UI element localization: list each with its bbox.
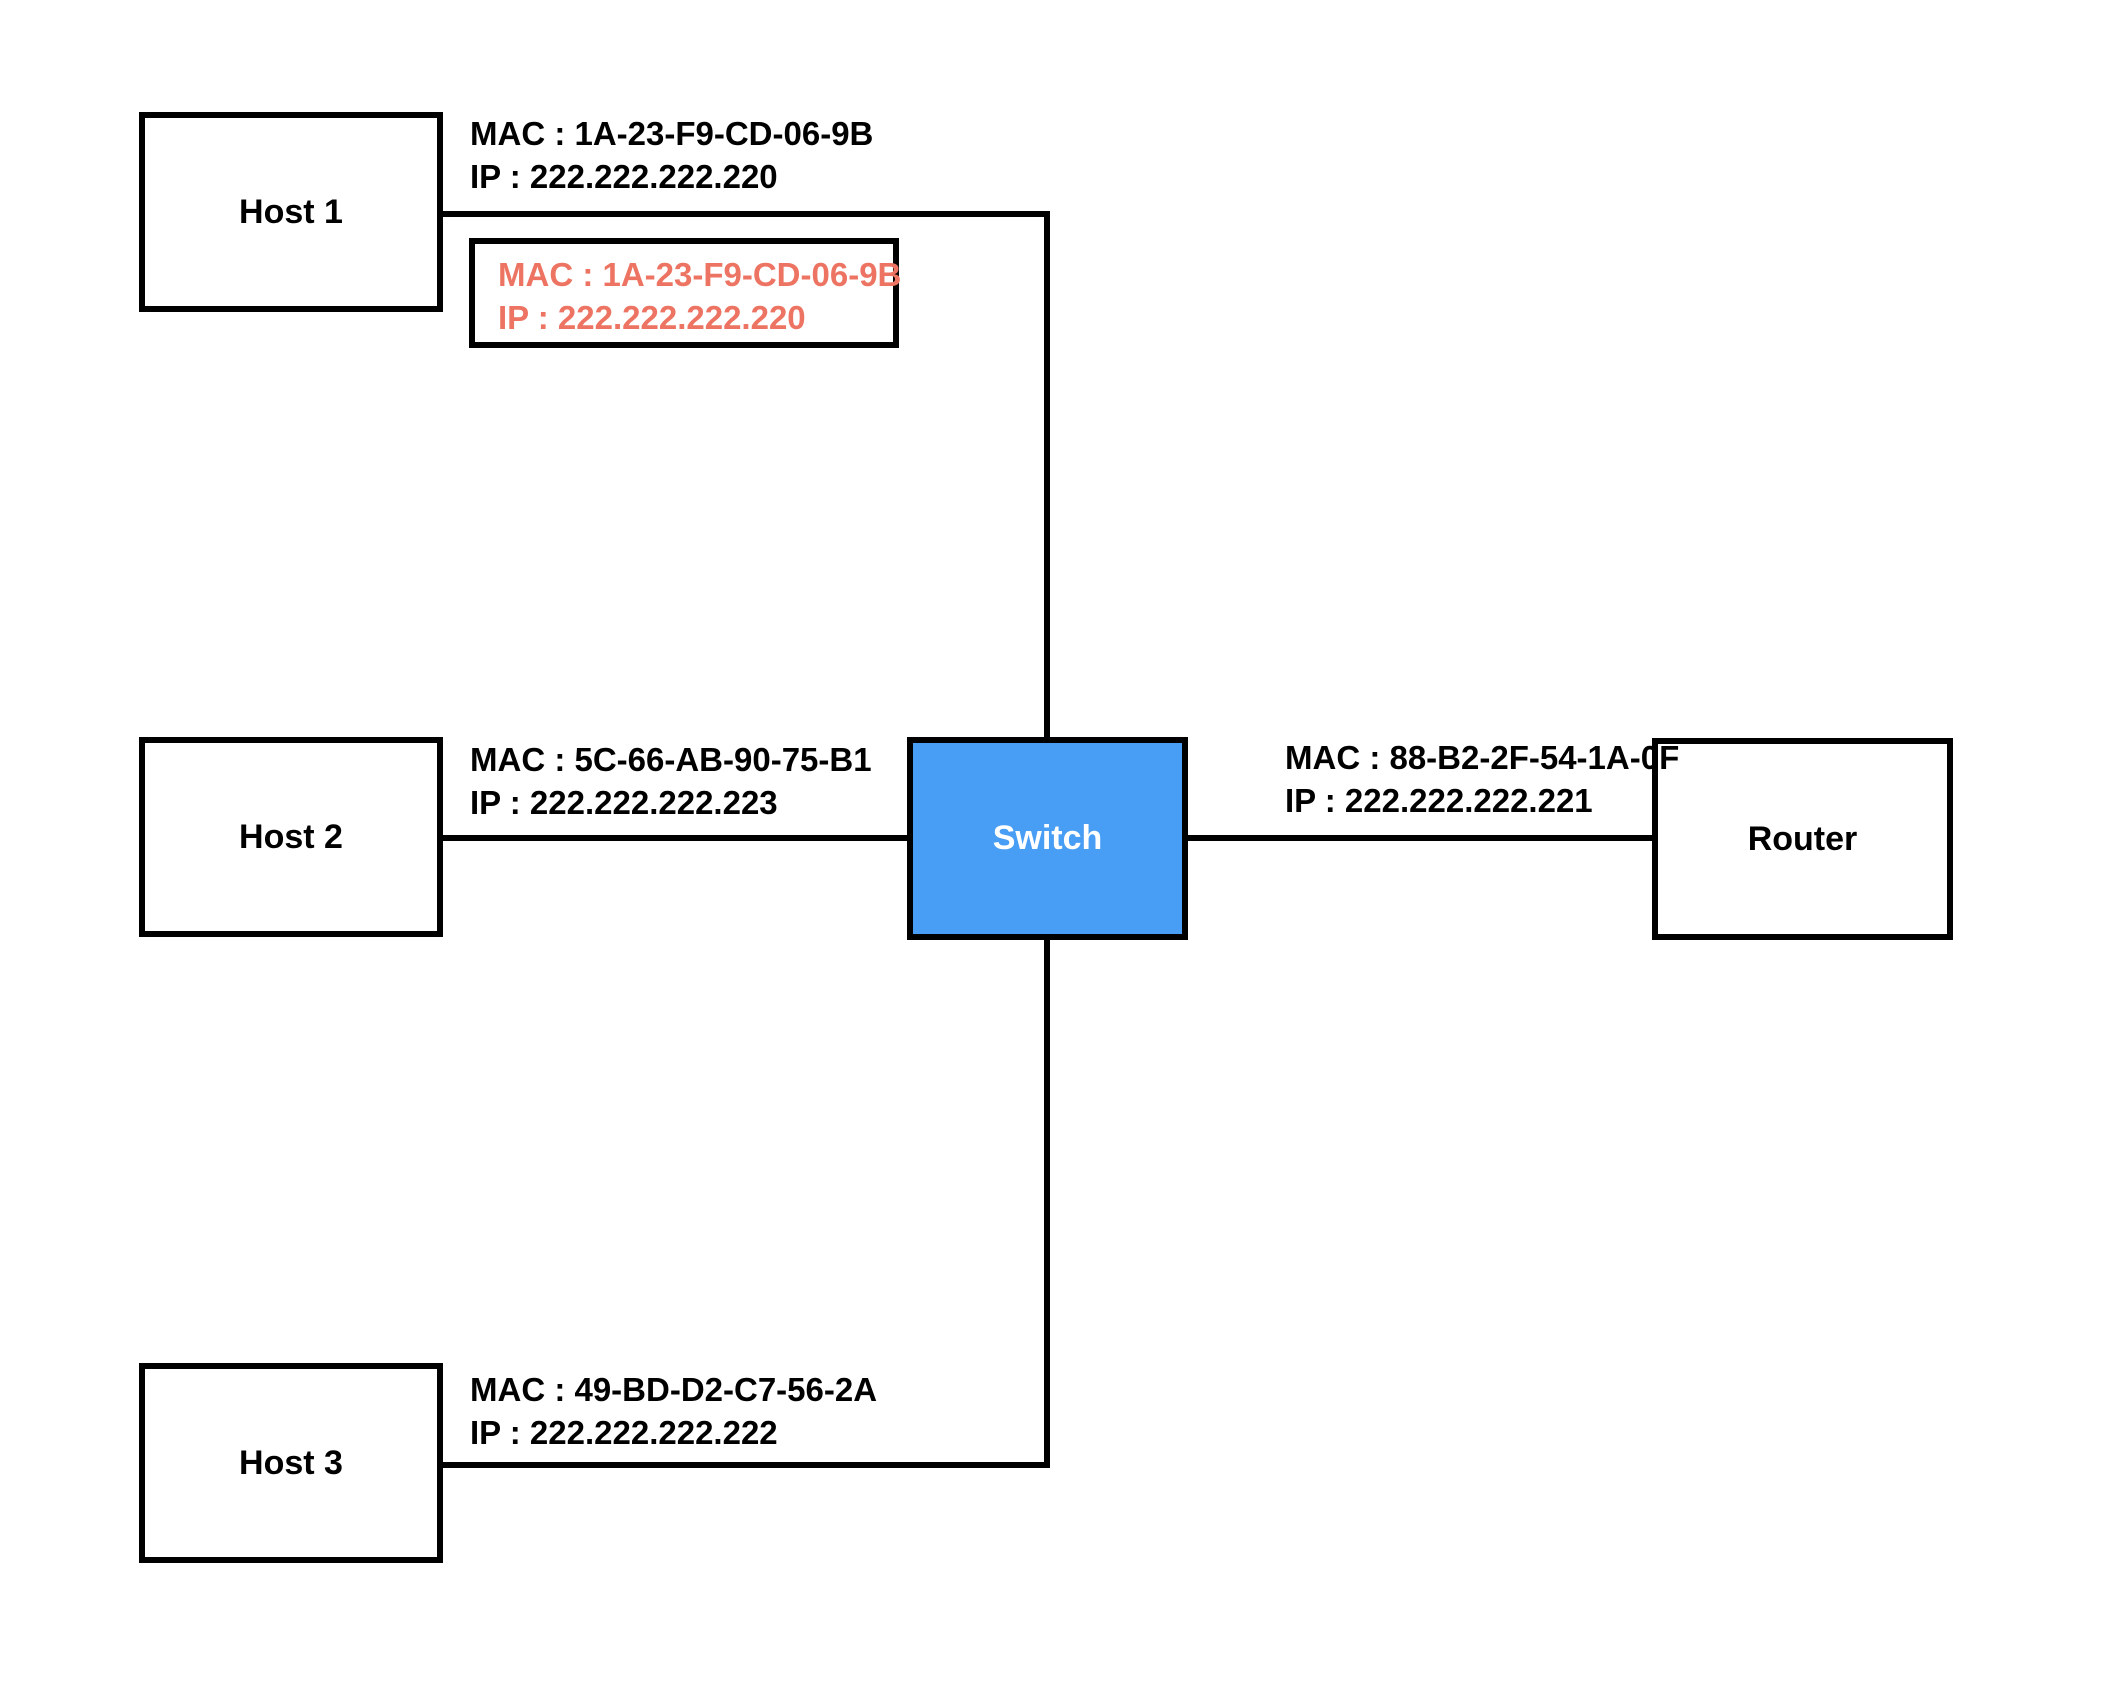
host2-switch-connector (443, 835, 907, 841)
host1-switch-connector-horizontal (443, 211, 1050, 217)
host2-label: Host 2 (239, 817, 343, 856)
host3-switch-connector-horizontal (443, 1462, 1050, 1468)
router-ip-text: IP : 222.222.222.221 (1285, 782, 1593, 819)
host2-ip-text: IP : 222.222.222.223 (470, 784, 778, 821)
callout-mac-text: MAC : 1A-23-F9-CD-06-9B (498, 256, 902, 293)
router-label: Router (1747, 819, 1858, 858)
host2-link-annotation: MAC : 5C-66-AB-90-75-B1 IP : 222.222.222… (470, 738, 872, 824)
switch-label: Switch (992, 819, 1103, 857)
arp-callout-box: MAC : 1A-23-F9-CD-06-9B IP : 222.222.222… (469, 238, 902, 348)
host1-label: Host 1 (239, 192, 343, 231)
host3-node: Host 3 (139, 1363, 443, 1563)
host2-mac-text: MAC : 5C-66-AB-90-75-B1 (470, 741, 872, 778)
host3-label: Host 3 (239, 1443, 343, 1482)
host1-mac-text: MAC : 1A-23-F9-CD-06-9B (470, 115, 874, 152)
host1-ip-text: IP : 222.222.222.220 (470, 158, 778, 195)
host1-node: Host 1 (139, 112, 443, 312)
switch-node: Switch (907, 737, 1188, 940)
host3-ip-text: IP : 222.222.222.222 (470, 1414, 778, 1451)
host3-link-annotation: MAC : 49-BD-D2-C7-56-2A IP : 222.222.222… (470, 1368, 877, 1454)
switch-router-connector (1188, 835, 1652, 841)
host3-switch-connector-vertical (1044, 940, 1050, 1468)
router-mac-text: MAC : 88-B2-2F-54-1A-0F (1285, 739, 1680, 776)
host2-node: Host 2 (139, 737, 443, 937)
host3-mac-text: MAC : 49-BD-D2-C7-56-2A (470, 1371, 878, 1408)
router-node: Router (1652, 738, 1953, 940)
router-link-annotation: MAC : 88-B2-2F-54-1A-0F IP : 222.222.222… (1285, 736, 1679, 822)
host1-switch-connector-vertical (1044, 211, 1050, 737)
callout-ip-text: IP : 222.222.222.220 (498, 299, 806, 336)
host1-link-annotation: MAC : 1A-23-F9-CD-06-9B IP : 222.222.222… (470, 112, 873, 198)
